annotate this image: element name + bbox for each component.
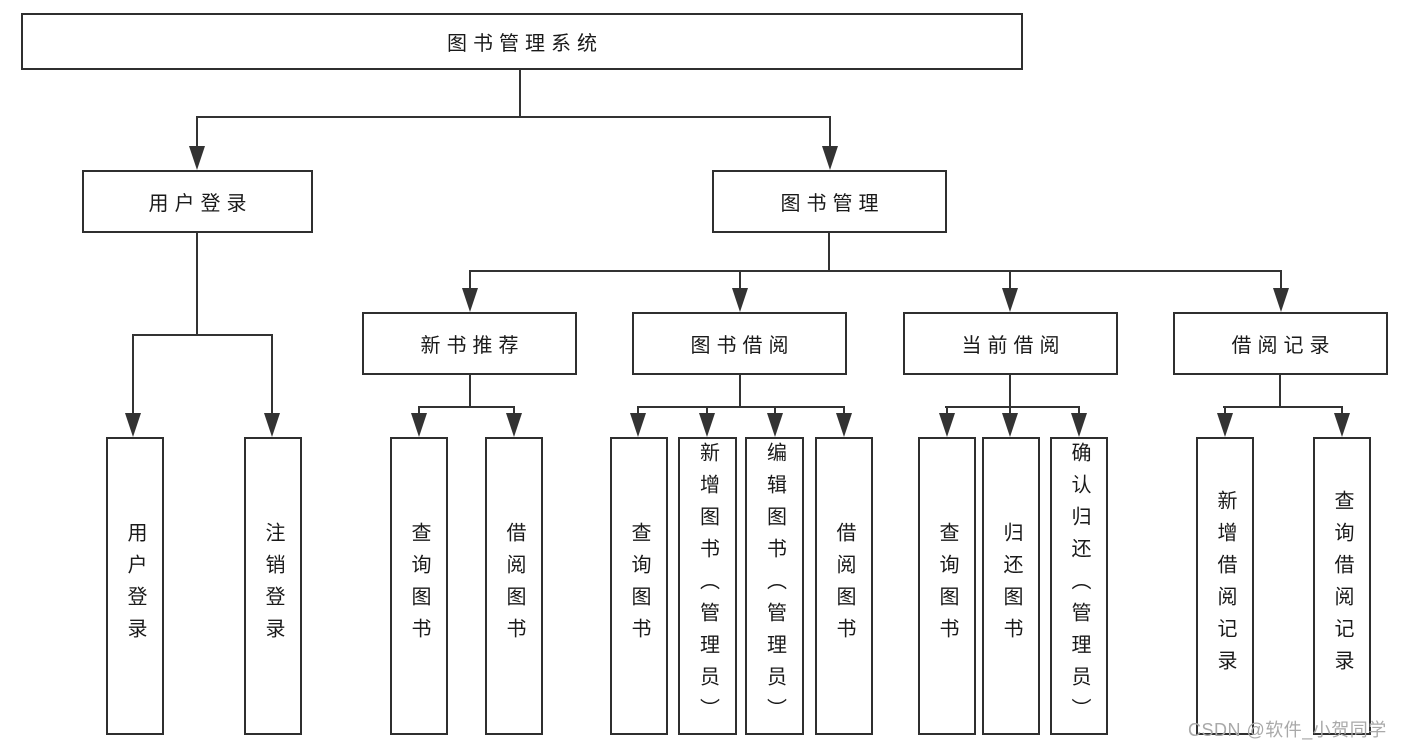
arrowhead-down <box>1217 413 1233 437</box>
arrowhead-down <box>939 413 955 437</box>
connector-line-h <box>132 334 273 336</box>
leaf-label: 借阅图书 <box>503 522 525 650</box>
connector-line-v <box>1009 375 1011 408</box>
leaf-query-books-current: 查询图书 <box>918 437 976 735</box>
connector-line-v <box>132 334 134 415</box>
leaf-label: 查询图书 <box>408 522 430 650</box>
connector-line-v <box>1341 406 1343 415</box>
leaf-query-books-borrow: 查询图书 <box>610 437 668 735</box>
node-label: 借阅记录 <box>1231 335 1336 357</box>
arrowhead-down <box>767 413 783 437</box>
node-label: 图书管理 <box>780 193 885 215</box>
node-user-login: 用户登录 <box>82 170 313 233</box>
connector-line-v <box>469 270 471 290</box>
arrowhead-down <box>699 413 715 437</box>
leaf-label: 注销登录 <box>262 522 284 650</box>
leaf-label: 查询借阅记录 <box>1331 490 1353 682</box>
connector-line-v <box>1279 375 1281 408</box>
connector-line-v <box>1280 270 1282 290</box>
connector-line-v <box>739 375 741 408</box>
leaf-borrow-books-borrow: 借阅图书 <box>815 437 873 735</box>
arrowhead-down <box>1334 413 1350 437</box>
leaf-label: 查询图书 <box>628 522 650 650</box>
connector-line-v <box>513 406 515 415</box>
leaf-label: 查询图书 <box>936 522 958 650</box>
arrowhead-down <box>125 413 141 437</box>
connector-line-h <box>418 406 515 408</box>
node-label: 当前借阅 <box>961 335 1066 357</box>
connector-line-v <box>843 406 845 415</box>
connector-line-v <box>829 116 831 148</box>
csdn-watermark: CSDN @软件_小贺同学 <box>1188 720 1387 740</box>
arrowhead-down <box>264 413 280 437</box>
leaf-label: 新增图书（管理员） <box>696 442 719 730</box>
leaf-label: 新增借阅记录 <box>1214 490 1236 682</box>
leaf-query-books-recommend: 查询图书 <box>390 437 448 735</box>
connector-line-v <box>946 406 948 415</box>
leaf-return-book: 归还图书 <box>982 437 1040 735</box>
node-book-management: 图书管理 <box>712 170 947 233</box>
node-label: 图书借阅 <box>690 335 795 357</box>
leaf-add-book-admin: 新增图书（管理员） <box>678 437 737 735</box>
node-book-borrow: 图书借阅 <box>632 312 847 375</box>
leaf-label: 编辑图书（管理员） <box>763 442 786 730</box>
node-root-system: 图书管理系统 <box>21 13 1023 70</box>
connector-line-v <box>1009 406 1011 415</box>
node-label: 用户登录 <box>148 193 253 215</box>
arrowhead-down <box>822 146 838 170</box>
connector-line-h <box>469 270 1282 272</box>
leaf-label: 用户登录 <box>124 522 146 650</box>
connector-line-v <box>1009 270 1011 290</box>
node-label: 新书推荐 <box>420 335 525 357</box>
leaf-borrow-books-recommend: 借阅图书 <box>485 437 543 735</box>
arrowhead-down <box>836 413 852 437</box>
connector-line-v <box>1224 406 1226 415</box>
leaf-user-login: 用户登录 <box>106 437 164 735</box>
connector-line-h <box>945 406 1080 408</box>
leaf-query-borrow-record: 查询借阅记录 <box>1313 437 1371 735</box>
connector-line-v <box>739 270 741 290</box>
leaf-add-borrow-record: 新增借阅记录 <box>1196 437 1254 735</box>
connector-line-v <box>1078 406 1080 415</box>
node-current-borrow: 当前借阅 <box>903 312 1118 375</box>
connector-line-v <box>196 233 198 336</box>
connector-line-v <box>469 375 471 408</box>
connector-line-v <box>774 406 776 415</box>
leaf-label: 归还图书 <box>1000 522 1022 650</box>
connector-line-h <box>1223 406 1343 408</box>
connector-line-v <box>196 116 198 148</box>
arrowhead-down <box>506 413 522 437</box>
arrowhead-down <box>1002 413 1018 437</box>
arrowhead-down <box>1071 413 1087 437</box>
connector-line-v <box>828 233 830 272</box>
arrowhead-down <box>630 413 646 437</box>
connector-line-v <box>637 406 639 415</box>
connector-line-h <box>637 406 845 408</box>
arrowhead-down <box>1002 288 1018 312</box>
node-borrow-records: 借阅记录 <box>1173 312 1388 375</box>
leaf-label: 借阅图书 <box>833 522 855 650</box>
node-new-book-recommend: 新书推荐 <box>362 312 577 375</box>
leaf-confirm-return-admin: 确认归还（管理员） <box>1050 437 1108 735</box>
connector-line-v <box>271 334 273 415</box>
leaf-edit-book-admin: 编辑图书（管理员） <box>745 437 804 735</box>
arrowhead-down <box>411 413 427 437</box>
connector-line-v <box>706 406 708 415</box>
node-label: 图书管理系统 <box>447 33 603 55</box>
arrowhead-down <box>189 146 205 170</box>
leaf-logout: 注销登录 <box>244 437 302 735</box>
connector-line-h <box>196 116 831 118</box>
connector-line-v <box>418 406 420 415</box>
arrowhead-down <box>1273 288 1289 312</box>
connector-line-v <box>519 70 521 118</box>
arrowhead-down <box>732 288 748 312</box>
arrowhead-down <box>462 288 478 312</box>
leaf-label: 确认归还（管理员） <box>1068 442 1090 730</box>
